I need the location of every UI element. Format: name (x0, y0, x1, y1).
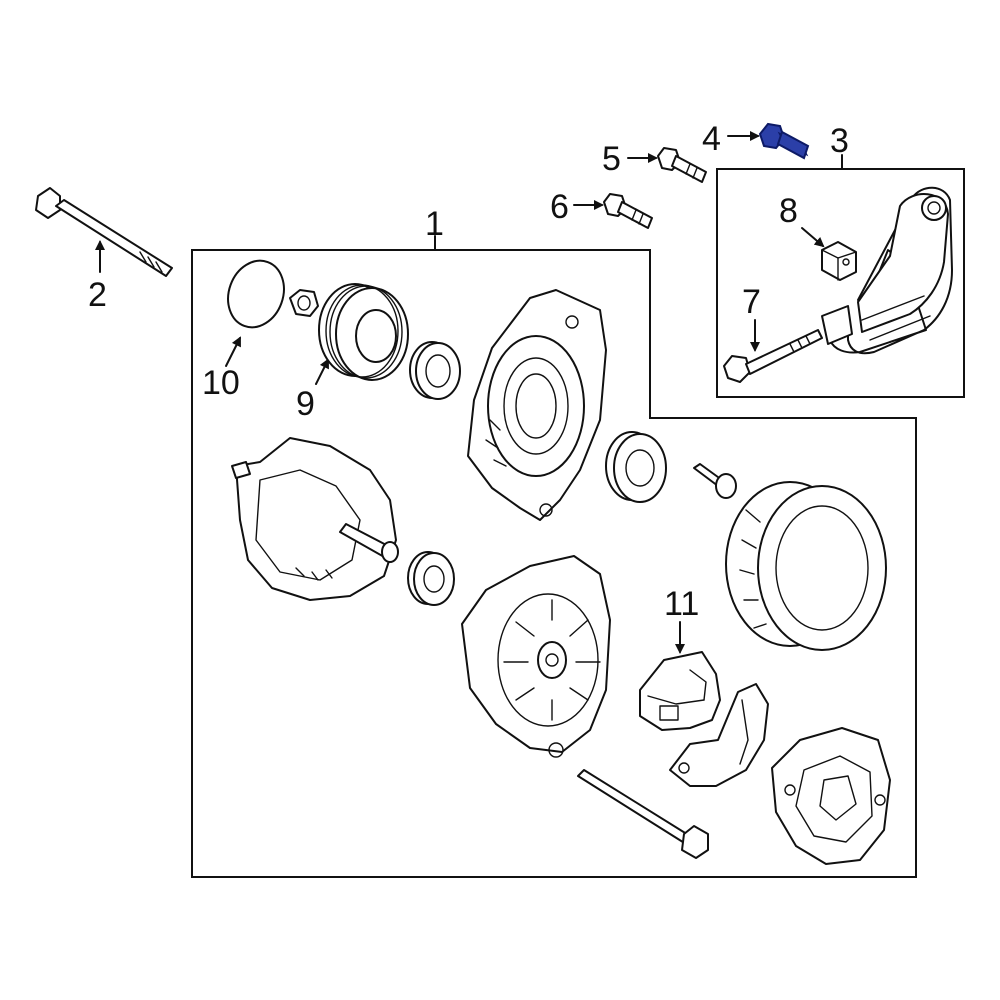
callout-1: 1 (425, 205, 444, 243)
rear-cover (771, 727, 891, 865)
callout-4: 4 (702, 120, 721, 158)
rear-housing (461, 555, 611, 758)
callout-6: 6 (550, 188, 569, 226)
nut-block-part-8 (821, 241, 857, 281)
brush-holder (669, 683, 769, 787)
arrow-8 (801, 227, 825, 248)
bolt-part-6 (603, 193, 653, 229)
callout-3: 3 (830, 122, 849, 160)
bolt-part-5 (657, 147, 707, 183)
through-bolt (577, 769, 709, 859)
callout-9: 9 (296, 385, 315, 423)
bolt-part-7 (723, 329, 823, 383)
pulley-part-9 (318, 283, 409, 381)
highlighted-bolt-part-4 (758, 122, 810, 160)
arrow-10 (225, 336, 241, 367)
o-ring-part-10 (227, 259, 285, 329)
alternator-assembly-frame (191, 249, 917, 878)
stator (725, 481, 887, 651)
arrow-9 (315, 358, 329, 385)
rotor (231, 437, 399, 601)
rear-bearing-1 (605, 431, 667, 503)
bracket-part-3 (821, 186, 953, 355)
regulator-part-11 (639, 651, 721, 731)
callout-11: 11 (664, 585, 699, 623)
callout-10: 10 (202, 364, 240, 402)
rotor-bearing (407, 551, 455, 606)
front-bearing (409, 341, 461, 400)
long-bolt-part-2 (35, 187, 173, 277)
front-housing (467, 289, 607, 521)
callout-5: 5 (602, 140, 621, 178)
small-screw (693, 463, 737, 499)
bracket-assembly-frame (716, 168, 965, 398)
pulley-nut (289, 289, 319, 317)
callout-8: 8 (779, 192, 798, 230)
callout-2: 2 (88, 276, 107, 314)
callout-7: 7 (742, 283, 761, 321)
